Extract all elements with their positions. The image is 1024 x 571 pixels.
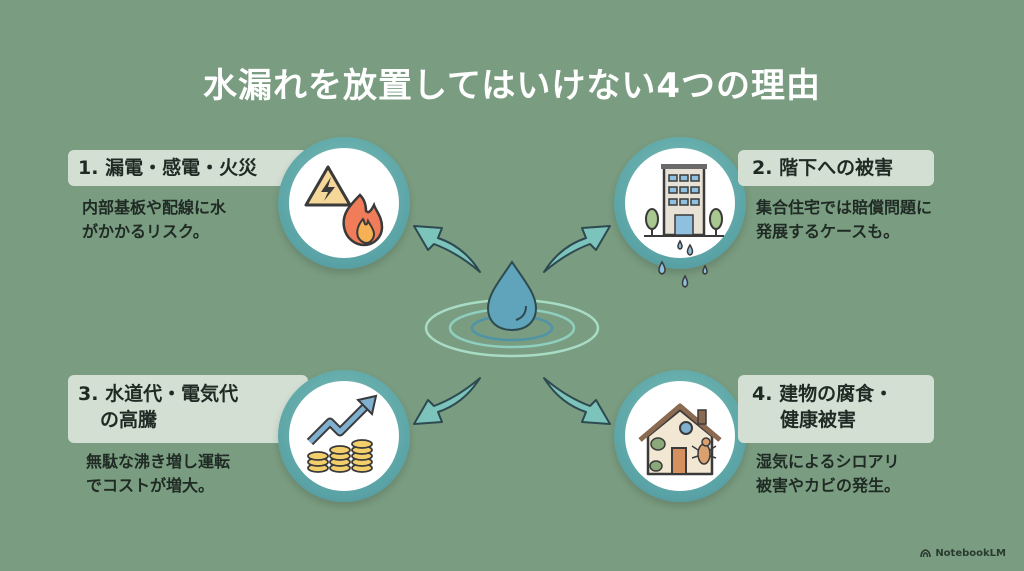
item-3-heading-line-2: の高騰 xyxy=(100,409,158,431)
electric-fire-icon xyxy=(304,165,384,247)
item-2-number: 2. xyxy=(752,157,773,179)
brand-label: NotebookLM xyxy=(935,548,1006,559)
item-3-description: 無駄な沸き増し運転 でコストが増大。 xyxy=(86,450,230,498)
item-3-desc-line-2: でコストが増大。 xyxy=(86,476,215,495)
house-termite-icon xyxy=(638,403,722,476)
item-2-heading: 階下への被害 xyxy=(779,157,894,179)
item-4-number: 4. xyxy=(752,383,773,405)
item-3-heading-box: 3. 水道代・電気代 の高騰 xyxy=(68,375,308,443)
building-leak-icon xyxy=(644,164,724,256)
arrow-to-item-2 xyxy=(543,225,611,273)
arrow-to-item-4 xyxy=(543,377,611,425)
item-3-number: 3. xyxy=(78,383,99,405)
item-1-heading: 漏電・感電・火災 xyxy=(105,157,258,179)
brand-watermark: NotebookLM xyxy=(920,548,1006,559)
item-2-heading-box: 2. 階下への被害 xyxy=(738,150,934,186)
item-1-icon-circle xyxy=(278,137,410,269)
item-4-desc-line-2: 被害やカビの発生。 xyxy=(756,476,901,495)
rising-cost-icon xyxy=(306,394,378,473)
item-2-icon-circle xyxy=(614,137,746,269)
item-4-heading-box: 4. 建物の腐食・ 健康被害 xyxy=(738,375,934,443)
item-1-desc-line-2: がかかるリスク。 xyxy=(82,222,209,241)
item-2-desc-line-1: 集合住宅では賠償問題に xyxy=(756,198,933,217)
item-4-heading-line-2: 健康被害 xyxy=(780,409,857,431)
item-2-desc-line-2: 発展するケースも。 xyxy=(756,222,900,241)
page-title: 水漏れを放置してはいけない4つの理由 xyxy=(203,66,821,106)
item-4-icon-circle xyxy=(614,370,746,502)
arrow-to-item-1 xyxy=(413,225,481,273)
water-drop-ripple-icon xyxy=(413,225,611,425)
item-1-number: 1. xyxy=(78,157,99,179)
item-4-description: 湿気によるシロアリ 被害やカビの発生。 xyxy=(756,450,900,498)
item-3-heading: 水道代・電気代 xyxy=(105,383,239,405)
item-1-description: 内部基板や配線に水 がかかるリスク。 xyxy=(82,196,226,244)
item-2-description: 集合住宅では賠償問題に 発展するケースも。 xyxy=(756,196,932,244)
item-1-desc-line-1: 内部基板や配線に水 xyxy=(82,198,227,217)
notebooklm-logo-icon xyxy=(920,549,932,558)
item-3-desc-line-1: 無駄な沸き増し運転 xyxy=(86,452,231,471)
arrow-to-item-3 xyxy=(413,377,481,425)
item-3-icon-circle xyxy=(278,370,410,502)
item-4-desc-line-1: 湿気によるシロアリ xyxy=(756,452,900,471)
item-1-heading-box: 1. 漏電・感電・火災 xyxy=(68,150,308,186)
water-drops-falling-icon xyxy=(658,260,708,288)
item-4-heading: 建物の腐食・ xyxy=(779,383,894,405)
